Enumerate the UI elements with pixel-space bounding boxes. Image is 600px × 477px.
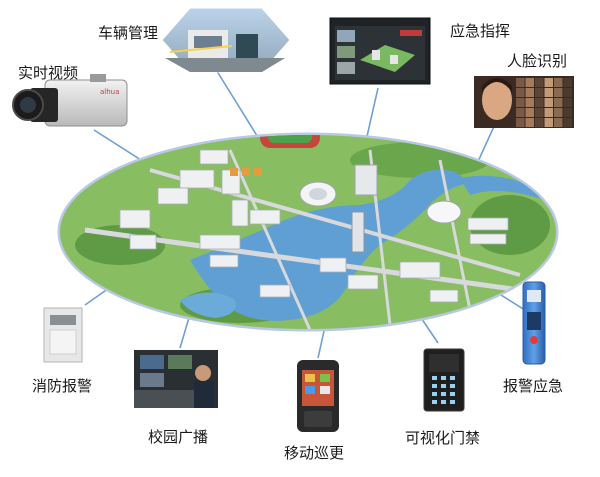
campus-aerial-map (57, 132, 559, 332)
command-monitor-screen (329, 17, 431, 85)
label-fire-alarm: 消防报警 (32, 377, 93, 395)
parking-gate-photo (161, 7, 291, 73)
label-access: 可视化门禁 (405, 429, 481, 447)
face-recognition-icon (474, 76, 574, 128)
security-camera-icon: alhua (12, 74, 128, 127)
label-emergency-command: 应急指挥 (450, 22, 511, 40)
label-vehicle: 车辆管理 (98, 24, 159, 42)
handheld-patrol-device-icon (297, 360, 339, 432)
broadcast-console-photo (134, 350, 218, 408)
door-access-panel-icon (423, 348, 465, 412)
label-alarm: 报警应急 (503, 377, 564, 395)
fire-alarm-panel-icon (43, 307, 83, 363)
label-face: 人脸识别 (507, 52, 568, 70)
label-broadcast: 校园广播 (148, 428, 209, 446)
label-patrol: 移动巡更 (284, 444, 345, 462)
emergency-alarm-pillar-icon (522, 281, 546, 365)
svg-text:alhua: alhua (100, 88, 119, 96)
label-video: 实时视频 (18, 64, 79, 82)
